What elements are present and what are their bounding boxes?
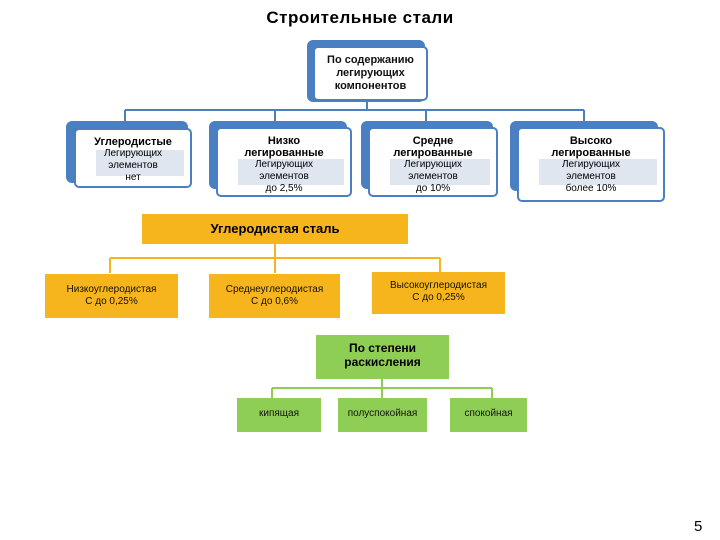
category-body-line: Легирующих: [103, 148, 163, 159]
category-body-line: до 2,5%: [265, 183, 303, 194]
deoxidation-type-boiling: кипящая: [237, 398, 321, 432]
category-body-line: элементов: [108, 160, 158, 171]
category-body-line: элементов: [259, 171, 309, 182]
category-body-line: нет: [125, 172, 141, 183]
category-body-line: элементов: [566, 171, 616, 182]
carbon-type-name: Низкоуглеродистая: [66, 284, 157, 295]
card-shade: [539, 159, 657, 185]
card-shade: [96, 150, 184, 176]
category-heading: легированные: [244, 147, 324, 159]
page-title: Строительные стали: [266, 8, 454, 27]
category-heading: легированные: [551, 147, 631, 159]
category-heading: Углеродистые: [94, 136, 172, 148]
category-body-line: до 10%: [415, 183, 451, 194]
card-shade: [390, 159, 490, 185]
deoxidation-type-semi-killed: полуспокойная: [338, 398, 427, 432]
category-heading: Низко: [267, 135, 301, 147]
category-card-carbon: Углеродистые Легирующих элементов нет: [74, 128, 192, 188]
carbon-type-content: С до 0,25%: [412, 292, 465, 303]
carbon-steel-heading: Углеродистая сталь: [142, 214, 408, 244]
category-body-line: более 10%: [565, 183, 617, 194]
card-shade: [238, 159, 344, 185]
deoxidation-type-killed: спокойная: [450, 398, 527, 432]
carbon-type-name: Высокоуглеродистая: [389, 280, 488, 291]
root-line-2: легирующих: [336, 67, 405, 79]
deoxidation-heading-line-1: По степени: [348, 341, 417, 355]
carbon-type-medium: Среднеуглеродистая С до 0,6%: [209, 274, 340, 318]
category-heading: Средне: [412, 135, 454, 147]
category-heading: Высоко: [569, 135, 613, 147]
category-card-high-alloy: Высоко легированные Легирующих элементов…: [517, 127, 665, 202]
category-body-line: элементов: [408, 171, 458, 182]
category-card-medium-alloy: Средне легированные Легирующих элементов…: [368, 127, 498, 197]
carbon-type-low: Низкоуглеродистая С до 0,25%: [45, 274, 178, 318]
category-body-line: Легирующих: [403, 159, 463, 170]
deoxidation-heading: По степени раскисления: [316, 335, 449, 379]
category-body-line: Легирующих: [561, 159, 621, 170]
root-node: По содержанию легирующих компонентов: [313, 46, 428, 101]
carbon-type-content: С до 0,25%: [85, 296, 138, 307]
carbon-type-content: С до 0,6%: [251, 296, 298, 307]
deoxidation-heading-line-2: раскисления: [344, 355, 421, 369]
root-line-1: По содержанию: [327, 54, 414, 66]
carbon-type-name: Среднеуглеродистая: [225, 284, 324, 295]
category-heading: легированные: [393, 147, 473, 159]
page-number: 5: [694, 518, 703, 535]
root-line-3: компонентов: [334, 80, 407, 92]
category-body-line: Легирующих: [254, 159, 314, 170]
carbon-type-high: Высокоуглеродистая С до 0,25%: [372, 272, 505, 314]
category-card-low-alloy: Низко легированные Легирующих элементов …: [216, 127, 352, 197]
